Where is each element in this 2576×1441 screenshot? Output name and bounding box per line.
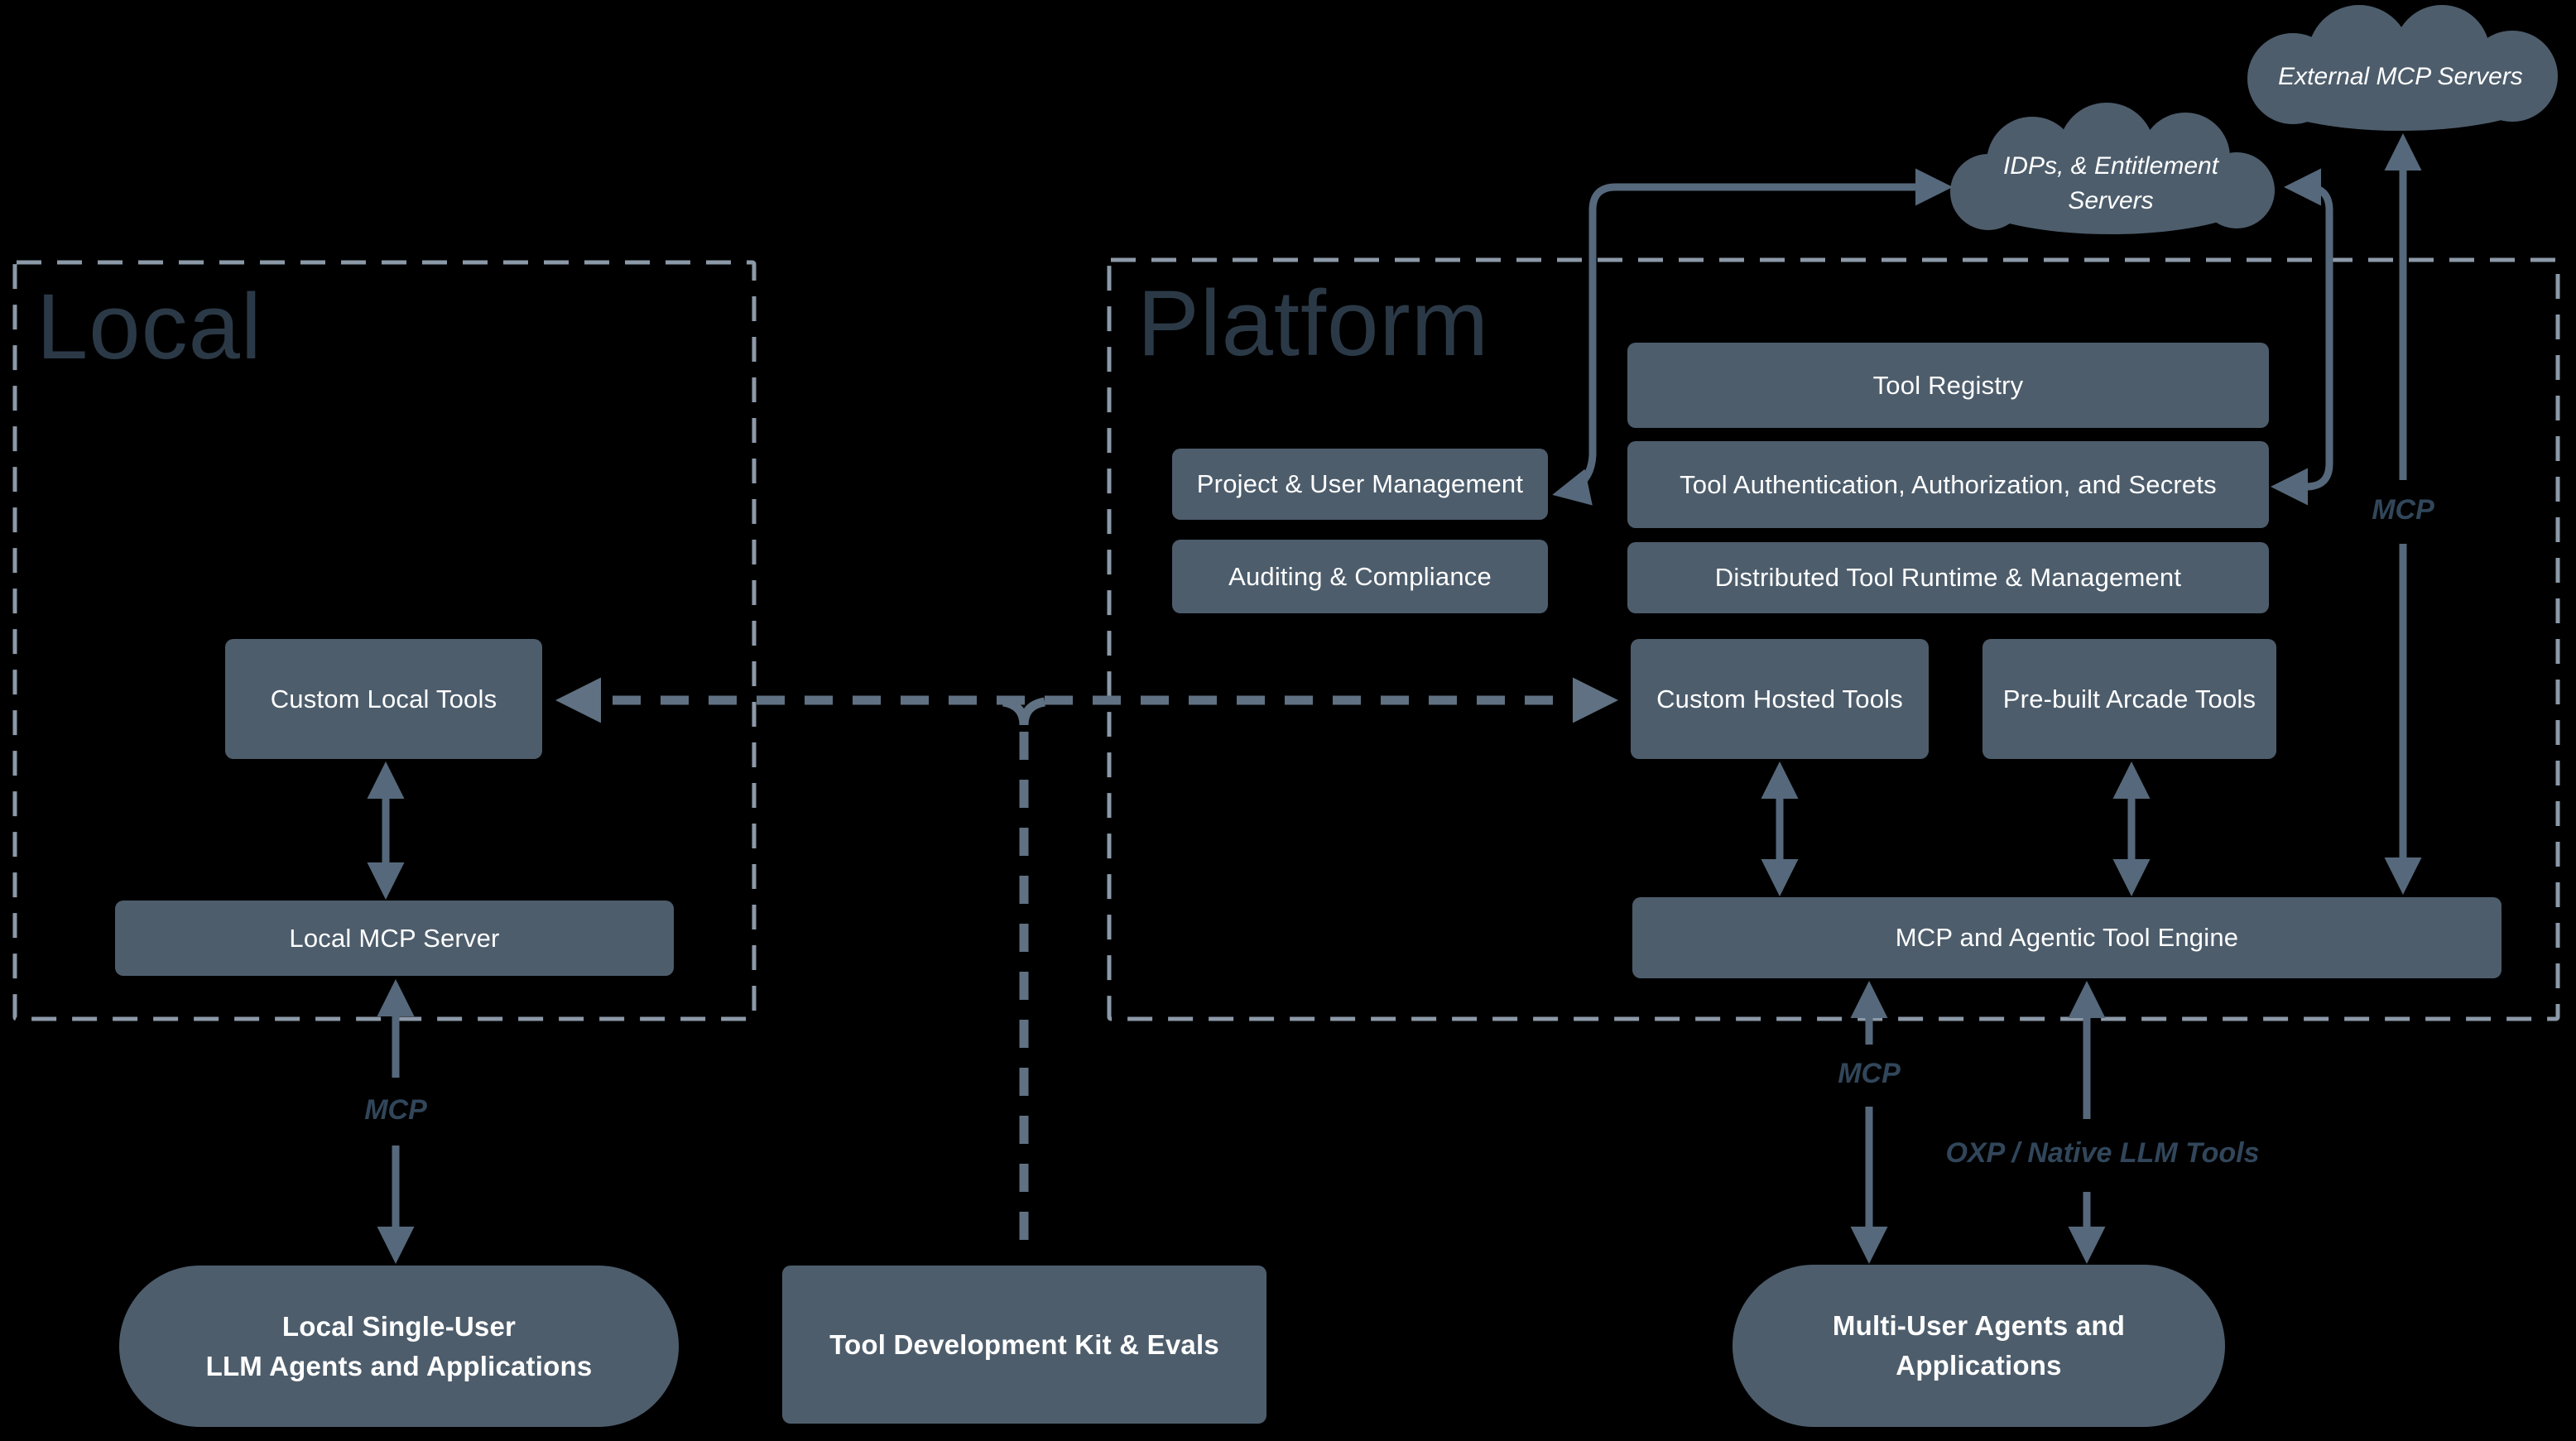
node-auditing-compliance: Auditing & Compliance — [1172, 540, 1548, 613]
edge-label-oxp-native-llm-tools: OXP / Native LLM Tools — [1945, 1137, 2260, 1169]
local-agents-line1: Local Single-User — [281, 1310, 517, 1342]
edge-label-mcp-local: MCP — [364, 1094, 427, 1126]
multi-agents-line2: Applications — [1896, 1350, 2062, 1381]
dashed-junction-right-shoulder — [1019, 697, 1046, 726]
local-region-title: Local — [36, 275, 262, 378]
idp-cloud-label-line1: IDPs, & Entitlement — [2002, 152, 2219, 180]
node-tool-authentication: Tool Authentication, Authorization, and … — [1627, 441, 2269, 528]
edge-label-mcp-external: MCP — [2372, 494, 2434, 526]
node-mcp-agentic-tool-engine: MCP and Agentic Tool Engine — [1632, 897, 2502, 978]
platform-region-title: Platform — [1137, 271, 1489, 375]
node-tool-dev-kit: Tool Development Kit & Evals — [782, 1266, 1266, 1424]
idp-cloud-label: IDPs, & Entitlement Servers — [1954, 149, 2268, 219]
node-custom-hosted-tools: Custom Hosted Tools — [1631, 639, 1929, 759]
node-local-mcp-server: Local MCP Server — [115, 901, 674, 976]
idp-cloud-label-line2: Servers — [2068, 187, 2154, 214]
local-agents-line2: LLM Agents and Applications — [205, 1350, 593, 1381]
node-multi-user-agents: Multi-User Agents and Applications — [1733, 1265, 2225, 1427]
idp-entitlement-cloud — [1950, 103, 2275, 234]
node-local-single-user-agents: Local Single-User LLM Agents and Applica… — [119, 1266, 679, 1427]
edge-project-mgmt-to-idp-cloud — [1552, 168, 1953, 506]
local-region-border — [12, 260, 757, 1021]
node-tool-registry: Tool Registry — [1627, 343, 2269, 428]
multi-agents-line1: Multi-User Agents and — [1832, 1310, 2126, 1341]
external-mcp-servers-label: External MCP Servers — [2278, 63, 2523, 90]
edge-tool-auth-to-idp-cloud — [2271, 168, 2333, 506]
node-distributed-runtime: Distributed Tool Runtime & Management — [1627, 542, 2269, 613]
platform-region-border — [1107, 257, 2560, 1021]
node-custom-local-tools: Custom Local Tools — [225, 639, 542, 759]
node-project-user-management: Project & User Management — [1172, 449, 1548, 520]
node-prebuilt-arcade-tools: Pre-built Arcade Tools — [1982, 639, 2276, 759]
external-mcp-servers-cloud — [2247, 5, 2558, 131]
edge-label-mcp-engine: MCP — [1838, 1058, 1901, 1089]
